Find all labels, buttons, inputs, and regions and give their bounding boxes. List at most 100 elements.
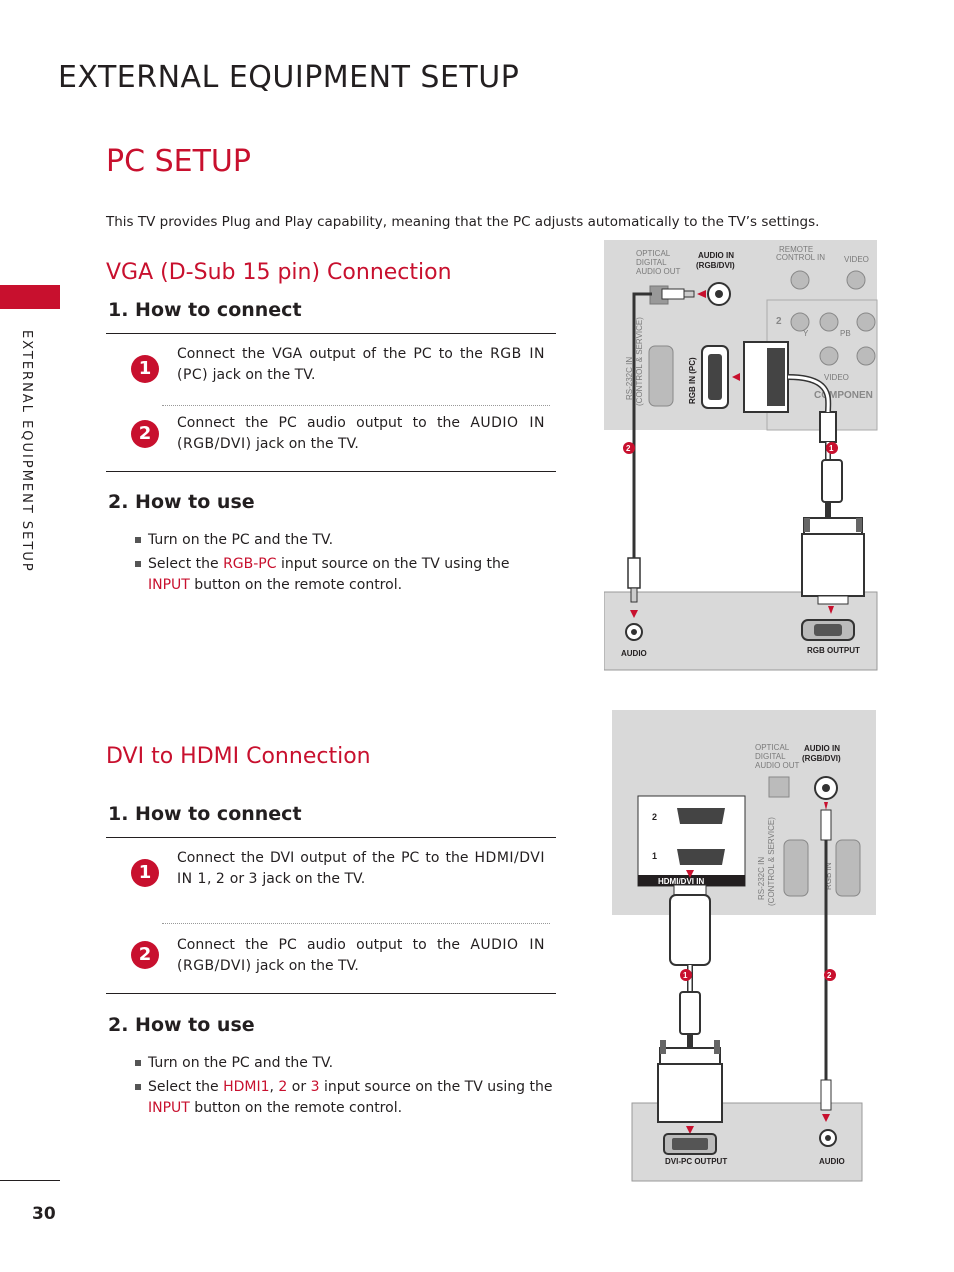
- dvi-connector-shell: [657, 1063, 723, 1123]
- step-text: Connect the VGA output of the PC to the: [177, 346, 483, 362]
- dvi-how-to-connect-heading: 1. How to connect: [108, 803, 302, 825]
- insert-arrow-icon: [686, 1126, 694, 1134]
- bullet-text: button on the remote control.: [194, 1100, 403, 1116]
- insert-arrow-icon: [630, 610, 638, 618]
- rgb-in-label: RGB IN (PC): [688, 357, 697, 404]
- step-text: jack on the TV.: [256, 436, 359, 452]
- jack-name: HDMI/DVI IN 1: [177, 850, 545, 887]
- jack-center: [825, 1135, 831, 1141]
- dvi-use-2-cont: INPUT button on the remote control.: [148, 1098, 402, 1119]
- label-digital: DIGITAL: [755, 752, 786, 761]
- port-pins: [814, 624, 842, 636]
- insert-arrow-icon: [686, 870, 694, 878]
- marker-2-badge: [824, 969, 836, 981]
- jack-center: [822, 784, 830, 792]
- jack-icon: [819, 346, 839, 366]
- vga-use-1: Turn on the PC and the TV.: [135, 530, 333, 551]
- step-text: or: [229, 871, 245, 887]
- button-name: INPUT: [148, 577, 190, 593]
- label-video-2: VIDEO: [824, 373, 849, 382]
- dvi-step-1-text: Connect the DVI output of the PC to the …: [177, 848, 545, 890]
- jack-icon: [856, 346, 876, 366]
- bullet-text: or: [291, 1079, 307, 1095]
- label-hdmi-2: 2: [652, 812, 657, 822]
- jack-name: 3: [248, 871, 258, 887]
- vga-step-2-text: Connect the PC audio output to the AUDIO…: [177, 413, 545, 455]
- audio-plug-icon: [820, 809, 832, 841]
- vga-section-title: VGA (D-Sub 15 pin) Connection: [106, 260, 452, 285]
- vga-plug-pins: [767, 348, 785, 406]
- bullet-text: Turn on the PC and the TV.: [148, 1055, 334, 1071]
- video-jack-icon: [846, 270, 866, 290]
- label-audio-out: AUDIO OUT: [636, 267, 681, 276]
- vga-use-2-cont: INPUT button on the remote control.: [148, 575, 402, 596]
- vga-connection-diagram: OPTICAL DIGITAL AUDIO OUT AUDIO IN (RGB/…: [604, 240, 878, 671]
- vga-how-to-use-heading: 2. How to use: [108, 491, 255, 513]
- hdmi-label-bar: [638, 875, 745, 886]
- input-name: HDMI1: [223, 1079, 270, 1095]
- vga-plug-face: [817, 595, 849, 605]
- dvi-screw-icon: [714, 1040, 720, 1054]
- rs232-port-icon: [648, 345, 674, 407]
- rs232-port-icon: [783, 839, 809, 897]
- bullet-text: input source on the TV using the: [280, 556, 510, 572]
- rs232-label: RS-232C IN (CONTROL & SERVICE): [625, 317, 644, 406]
- label-rs232: RS-232C IN: [757, 857, 766, 900]
- dvi-how-to-use-heading: 2. How to use: [108, 1014, 255, 1036]
- step-text: Connect the PC audio output to the: [177, 415, 460, 431]
- vga-screw-icon: [856, 518, 862, 532]
- divider: [106, 471, 556, 472]
- bullet-text: button on the remote control.: [194, 577, 403, 593]
- label-audio-out: AUDIO OUT: [755, 761, 800, 770]
- audio-plug-tip: [630, 587, 638, 603]
- dvi-use-2: Select the HDMI1, 2 or 3 input source on…: [135, 1077, 553, 1098]
- label-dvi-pc-output: DVI-PC OUTPUT: [665, 1157, 727, 1166]
- separator: ,: [269, 1079, 274, 1095]
- audio-plug-icon: [627, 557, 641, 589]
- input-name: RGB-PC: [223, 556, 277, 572]
- step-1-badge: 1: [131, 859, 159, 887]
- label-control-service: (CONTROL & SERVICE): [767, 817, 776, 906]
- side-tab-label: EXTERNAL EQUIPMENT SETUP: [19, 330, 34, 573]
- dvi-connector-hood: [659, 1047, 721, 1065]
- label-2: 2: [776, 316, 782, 327]
- label-pb: PB: [840, 329, 851, 338]
- divider: [106, 837, 556, 838]
- step-text: Connect the PC audio output to the: [177, 937, 460, 953]
- step-text: jack on the TV.: [212, 367, 316, 383]
- marker-1-badge: [680, 969, 692, 981]
- divider: [106, 993, 556, 994]
- bullet-icon: [135, 1060, 141, 1066]
- label-digital: DIGITAL: [636, 258, 667, 267]
- marker-1-label: 1: [829, 444, 834, 453]
- vga-connector-hood: [803, 517, 863, 535]
- insert-arrow-icon: [732, 373, 740, 381]
- insert-arrow-icon: [824, 802, 828, 810]
- label-audio: AUDIO: [819, 1157, 845, 1166]
- marker-2-label: 2: [626, 444, 631, 453]
- dvi-step-2-text: Connect the PC audio output to the AUDIO…: [177, 935, 545, 977]
- step-1-badge: 1: [131, 355, 159, 383]
- step-text: jack on the TV.: [262, 871, 366, 887]
- jack-name: RGB IN (PC): [177, 346, 546, 383]
- step-2-badge: 2: [131, 941, 159, 969]
- step-text: jack on the TV.: [256, 958, 359, 974]
- dvi-screw-icon: [660, 1040, 666, 1054]
- label-remote: REMOTE: [779, 245, 813, 254]
- intro-text: This TV provides Plug and Play capabilit…: [106, 214, 820, 230]
- bullet-text: Select the: [148, 556, 219, 572]
- component-y-jack-icon: [790, 312, 810, 332]
- page-header-title: EXTERNAL EQUIPMENT SETUP: [58, 60, 520, 95]
- insert-arrow-icon: [697, 290, 706, 298]
- section-title: PC SETUP: [106, 144, 251, 179]
- rs232-label: RS-232C IN (CONTROL & SERVICE): [757, 817, 776, 906]
- hdmi-2-port-icon: [677, 808, 725, 824]
- vga-step-1-text: Connect the VGA output of the PC to the …: [177, 344, 545, 386]
- component-pr-jack-icon: [856, 312, 876, 332]
- bullet-icon: [135, 1084, 141, 1090]
- vga-screw-icon: [804, 518, 810, 532]
- vga-use-2: Select the RGB-PC input source on the TV…: [135, 554, 510, 575]
- button-name: INPUT: [148, 1100, 190, 1116]
- footer-rule: [0, 1180, 60, 1181]
- port-pins: [672, 1138, 708, 1150]
